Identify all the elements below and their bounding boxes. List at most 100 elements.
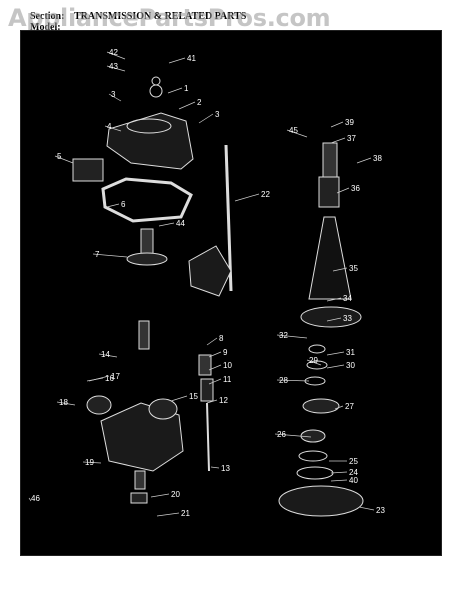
callout-leader-line — [234, 193, 260, 202]
part-callout-16: 16 — [105, 374, 114, 383]
callout-leader-line — [274, 433, 312, 438]
callout-leader-line — [150, 493, 170, 498]
callout-leader-line — [98, 353, 118, 358]
callout-leader-line — [106, 51, 126, 60]
part-callout-13: 13 — [221, 464, 230, 473]
part-callout-25: 25 — [349, 457, 358, 466]
callout-leader-line — [326, 317, 342, 322]
part-callout-39: 39 — [345, 118, 354, 127]
part-callout-38: 38 — [373, 154, 382, 163]
callout-leader-line — [330, 121, 344, 128]
callout-leader-line — [54, 155, 74, 164]
callout-leader-line — [208, 364, 222, 371]
callout-leader-line — [82, 461, 102, 464]
part-callout-37: 37 — [347, 134, 356, 143]
part-callout-23: 23 — [376, 506, 385, 515]
transmission-cover — [106, 112, 194, 170]
exploded-view-drawing: 1233456789101112131415161718192021222324… — [28, 48, 385, 518]
part-callout-46: 46 — [31, 494, 40, 503]
callout-leader-line — [326, 351, 345, 356]
callout-leader-line — [198, 113, 214, 124]
bracket — [72, 158, 104, 182]
rod — [224, 144, 233, 292]
section-title: TRANSMISSION & RELATED PARTS — [74, 11, 247, 22]
callout-leader-line — [88, 375, 110, 382]
part-callout-42: 42 — [109, 48, 118, 57]
part-callout-9: 9 — [223, 348, 228, 357]
callout-leader-line — [167, 87, 183, 94]
part-callout-41: 41 — [187, 54, 196, 63]
callout-leader-line — [208, 351, 222, 358]
part-callout-3: 3 — [111, 90, 116, 99]
callout-leader-line — [326, 297, 342, 302]
part-callout-12: 12 — [219, 396, 228, 405]
watermark: AppliancePartsPros.com — [8, 4, 331, 32]
part-callout-27: 27 — [345, 402, 354, 411]
callout-leader-line — [276, 334, 308, 339]
part-callout-1: 1 — [184, 84, 189, 93]
callout-leader-line — [158, 222, 175, 227]
part-callout-17: 17 — [111, 372, 120, 381]
part-callout-24: 24 — [349, 468, 358, 477]
callout-leader-line — [28, 497, 32, 502]
callout-leader-line — [156, 512, 180, 517]
part-callout-6: 6 — [121, 200, 126, 209]
callout-leader-line — [106, 203, 120, 208]
part-callout-15: 15 — [189, 392, 198, 401]
callout-leader-line — [330, 471, 348, 474]
callout-leader-line — [356, 157, 372, 164]
footer-date: 5/91 — [51, 569, 69, 579]
part-callout-45: 45 — [289, 126, 298, 135]
part-callout-3: 3 — [215, 110, 220, 119]
callout-leader-line — [210, 466, 220, 469]
part-callout-30: 30 — [346, 361, 355, 370]
part-callout-19: 19 — [85, 458, 94, 467]
part-callout-34: 34 — [343, 294, 352, 303]
callout-leader-line — [104, 125, 122, 132]
part-callout-8: 8 — [219, 334, 224, 343]
part-callout-20: 20 — [171, 490, 180, 499]
gasket — [101, 177, 193, 223]
callout-leader-line — [168, 57, 186, 64]
callout-leader-line — [208, 378, 222, 385]
callout-leader-line — [106, 65, 126, 72]
part-callout-11: 11 — [223, 375, 232, 384]
callout-leader-line — [170, 395, 188, 402]
callout-leader-line — [92, 253, 128, 258]
model-label: Model: — [30, 22, 61, 33]
part-callout-44: 44 — [176, 219, 185, 228]
agitator-shaft — [308, 216, 352, 300]
part-callout-5: 5 — [57, 152, 62, 161]
part-callout-32: 32 — [279, 331, 288, 340]
part-callout-26: 26 — [277, 430, 286, 439]
part-callout-2: 2 — [197, 98, 202, 107]
callout-leader-line — [330, 479, 348, 482]
part-callout-4: 4 — [107, 122, 112, 131]
callout-leader-line — [206, 399, 218, 404]
callout-leader-line — [206, 337, 218, 346]
callout-leader-line — [306, 359, 322, 366]
callout-leader-line — [334, 405, 344, 410]
callout-leader-line — [358, 506, 375, 511]
part-callout-29: 29 — [309, 356, 318, 365]
callout-leader-line — [108, 93, 122, 102]
callout-leader-line — [178, 101, 196, 110]
part-callout-14: 14 — [101, 350, 110, 359]
gearcase — [100, 402, 184, 472]
callout-leader-line — [326, 364, 345, 369]
callout-leader-line — [286, 129, 308, 138]
part-callout-43: 43 — [109, 62, 118, 71]
part-callout-35: 35 — [349, 264, 358, 273]
part-callout-10: 10 — [223, 361, 232, 370]
part-callout-7: 7 — [95, 250, 100, 259]
callout-leader-line — [276, 379, 310, 382]
part-callout-36: 36 — [351, 184, 360, 193]
spline-sleeve — [318, 176, 340, 208]
part-callout-22: 22 — [261, 190, 270, 199]
callout-leader-line — [56, 401, 76, 406]
part-callout-31: 31 — [346, 348, 355, 357]
part-callout-40: 40 — [349, 476, 358, 485]
part-callout-33: 33 — [343, 314, 352, 323]
